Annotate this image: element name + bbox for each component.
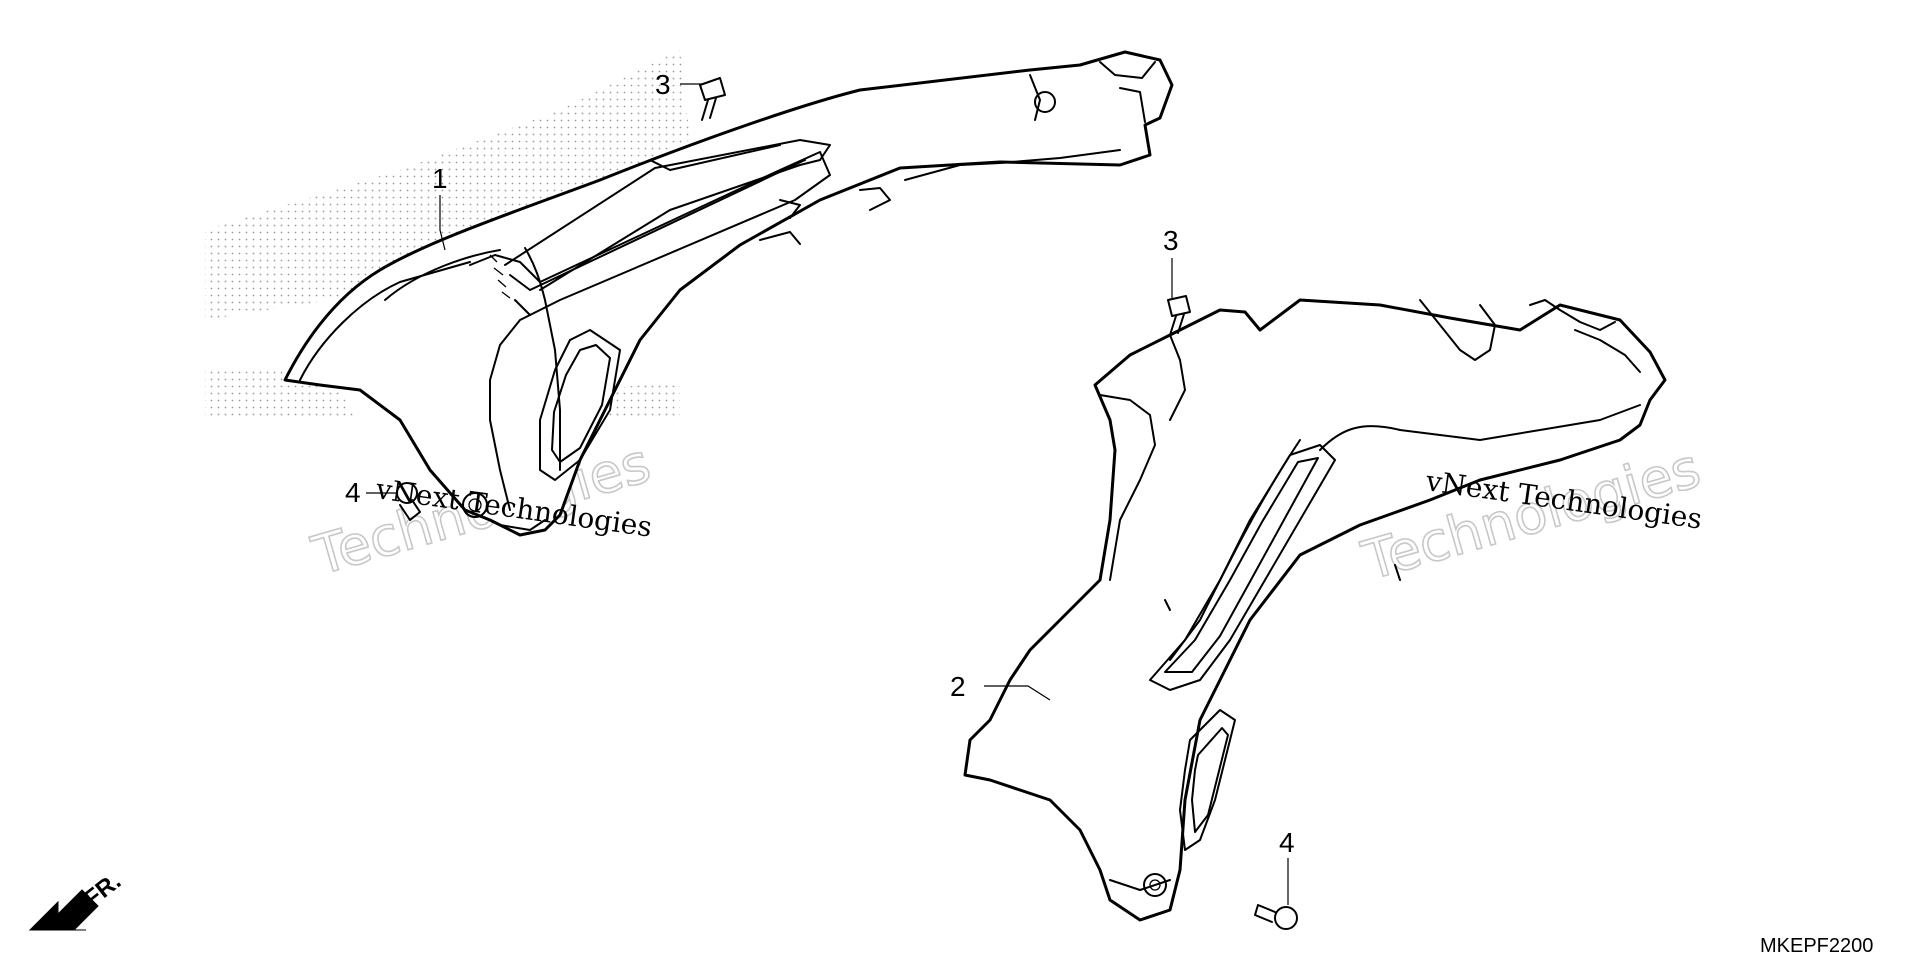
bolt-3-left: [699, 77, 726, 121]
bolt-4-right: [1254, 904, 1298, 930]
callout-4-left: 4: [345, 477, 361, 508]
callout-1: 1: [432, 163, 448, 194]
front-direction-arrow-icon: [28, 889, 99, 931]
callout-4-right: 4: [1279, 827, 1295, 858]
callout-3-left: 3: [655, 69, 671, 100]
diagram-code: MKEPF2200: [1760, 935, 1873, 957]
leader-lines: [366, 83, 1289, 905]
part-2-shroud-right: [963, 298, 1667, 922]
callout-2: 2: [950, 671, 966, 702]
callout-3-right: 3: [1163, 225, 1179, 256]
bolt-3-right: [1167, 295, 1191, 336]
part-1-shroud-left: [283, 50, 1174, 537]
